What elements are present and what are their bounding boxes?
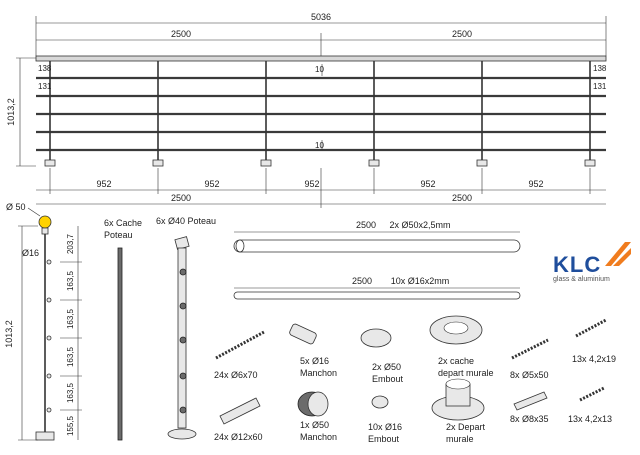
segment-2: 163,5 (66, 270, 75, 291)
spacing-4: 952 (420, 179, 435, 189)
dowel-8x35: 8x Ø8x35 (510, 391, 549, 424)
rail-gap-lower: 10 (315, 141, 324, 150)
screw-4-2x13-label: 13x 4,2x13 (568, 414, 612, 424)
dowel-12x60-label: 24x Ø12x60 (214, 432, 263, 442)
post-base (35, 431, 55, 441)
tube-16: 2500 10x Ø16x2mm (233, 276, 521, 300)
embout-50-label-2: Embout (372, 374, 404, 384)
spacing-2: 952 (204, 179, 219, 189)
poteau-label: 6x Ø40 Poteau (156, 216, 216, 226)
manchon-50: 1x Ø50 Manchon (297, 391, 337, 442)
depart-murale: 2x Depart murale (431, 378, 486, 444)
poteau-part: 6x Ø40 Poteau (156, 216, 216, 440)
screw-6x70: 24x Ø6x70 (214, 330, 265, 380)
spacing-3: 952 (304, 179, 319, 189)
embout-16: 10x Ø16 Embout (368, 395, 402, 444)
gap-second-right: 131 (593, 82, 607, 91)
spacing-5: 952 (528, 179, 543, 189)
cache-poteau-label-1: 6x Cache (104, 218, 142, 228)
manchon-16: 5x Ø16 Manchon (289, 323, 337, 378)
manchon-16-label-1: 5x Ø16 (300, 356, 329, 366)
tube-big-length: 2500 (356, 220, 376, 230)
tube-big-label: 2x Ø50x2,5mm (389, 220, 450, 230)
screw-4-2x19: 13x 4,2x19 (572, 318, 616, 364)
logo-brand: KLC (553, 252, 602, 277)
handrail (35, 55, 607, 62)
cache-poteau-part: 6x Cache Poteau (104, 218, 142, 441)
bottom-half-right-label: 2500 (452, 193, 472, 203)
segment-6: 155,5 (66, 415, 75, 436)
embout-16-label-2: Embout (368, 434, 400, 444)
rail-gap-upper: 10 (315, 65, 324, 74)
embout-50-label-1: 2x Ø50 (372, 362, 401, 372)
tube-small-length: 2500 (352, 276, 372, 286)
total-height-label: 1013,2 (6, 98, 16, 126)
railing-elevation: 5036 2500 2500 (6, 12, 607, 208)
logo-mark-icon (605, 242, 631, 266)
gap-top-left: 138 (38, 64, 52, 73)
manchon-50-label-2: Manchon (300, 432, 337, 442)
tube-small-label: 10x Ø16x2mm (391, 276, 450, 286)
half-length-right-label: 2500 (452, 29, 472, 39)
post-top-diameter: Ø 50 (6, 202, 26, 212)
screw-4-2x13: 13x 4,2x13 (568, 386, 612, 424)
post-height-label: 1013,2 (4, 320, 14, 348)
depart-murale-label-2: murale (446, 434, 474, 444)
manchon-16-label-2: Manchon (300, 368, 337, 378)
total-length-label: 5036 (311, 12, 331, 22)
screw-5x50: 8x Ø5x50 (510, 338, 549, 380)
gap-top-right: 138 (593, 64, 607, 73)
half-length-left-label: 2500 (171, 29, 191, 39)
cache-poteau-label-2: Poteau (104, 230, 133, 240)
embout-50: 2x Ø50 Embout (360, 328, 404, 384)
screw-5x50-label: 8x Ø5x50 (510, 370, 549, 380)
dowel-8x35-label: 8x Ø8x35 (510, 414, 549, 424)
embout-16-label-1: 10x Ø16 (368, 422, 402, 432)
bottom-half-left-label: 2500 (171, 193, 191, 203)
posts (44, 61, 596, 167)
segment-4: 163,5 (66, 346, 75, 367)
cache-depart-murale: 2x cache depart murale (429, 315, 494, 378)
screw-6x70-label: 24x Ø6x70 (214, 370, 258, 380)
rail-diameter-label: Ø16 (22, 248, 39, 258)
klc-logo: KLC glass & aluminium (553, 240, 635, 288)
spacing-1: 952 (96, 179, 111, 189)
segment-5: 163,5 (66, 382, 75, 403)
screw-4-2x19-label: 13x 4,2x19 (572, 354, 616, 364)
tube-50: 2500 2x Ø50x2,5mm (233, 220, 521, 253)
post-detail: Ø 50 Ø16 1013,2 203,7 163,5 163,5 163,5 … (4, 202, 82, 441)
segment-3: 163,5 (66, 308, 75, 329)
logo-tagline: glass & aluminium (553, 276, 610, 283)
dowel-12x60: 24x Ø12x60 (214, 397, 263, 442)
cache-depart-label-2: depart murale (438, 368, 494, 378)
cache-depart-label-1: 2x cache (438, 356, 474, 366)
gap-second-left: 131 (38, 82, 52, 91)
segment-1: 203,7 (66, 233, 75, 254)
manchon-50-label-1: 1x Ø50 (300, 420, 329, 430)
depart-murale-label-1: 2x Depart (446, 422, 486, 432)
handrail-section (38, 215, 52, 229)
